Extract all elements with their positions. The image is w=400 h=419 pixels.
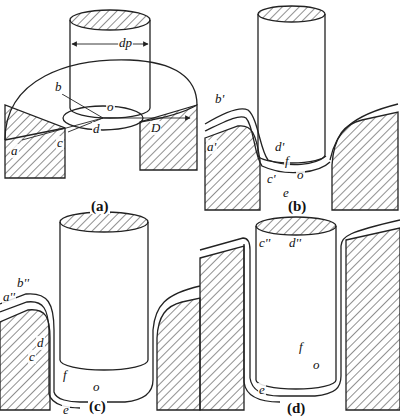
point-label: c'' — [258, 236, 271, 250]
panel-caption: (d) — [286, 400, 306, 416]
panel-a — [5, 10, 197, 178]
point-label: c — [56, 136, 64, 150]
point-label: D — [150, 121, 161, 135]
panel-d — [200, 217, 400, 410]
point-label: a — [10, 144, 19, 158]
panel-b — [205, 6, 398, 210]
point-label: dp — [118, 36, 133, 50]
panel-caption: (c) — [88, 398, 107, 414]
point-label: f — [284, 154, 290, 168]
point-label: d — [36, 336, 45, 350]
point-label: o — [312, 358, 321, 372]
point-label: d' — [274, 140, 285, 154]
point-label: o — [296, 168, 305, 182]
point-label: f — [62, 368, 68, 382]
point-label: b'' — [16, 276, 30, 290]
point-label: b' — [214, 92, 225, 106]
panel-c — [0, 212, 200, 410]
point-label: e — [62, 403, 70, 417]
point-label: d — [92, 122, 101, 136]
panel-caption: (a) — [90, 198, 110, 214]
point-label: a' — [206, 140, 217, 154]
point-label: o — [92, 380, 101, 394]
point-label: d'' — [288, 236, 302, 250]
point-label: b — [54, 80, 63, 94]
panel-caption: (b) — [287, 198, 307, 214]
point-label: o — [106, 100, 115, 114]
point-label: e — [258, 383, 266, 397]
point-label: c' — [266, 172, 277, 186]
point-label: f — [298, 340, 304, 354]
point-label: a'' — [2, 290, 16, 304]
point-label: c — [28, 350, 36, 364]
